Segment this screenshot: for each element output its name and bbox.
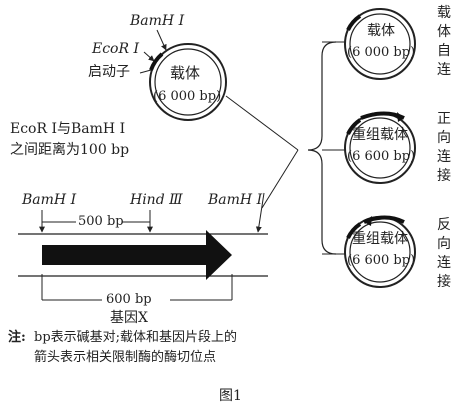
result-2-size: (6 600 bp) <box>347 149 416 164</box>
note-label: 注: <box>8 330 26 345</box>
result-plasmid-3 <box>344 215 416 288</box>
plasmid-name: 载体 <box>170 64 201 82</box>
span-500-label: 500 bp <box>78 214 124 229</box>
plasmid-vector <box>139 29 227 121</box>
gene-site-left-label: BamH Ⅰ <box>22 192 77 208</box>
result-1-name: 载体 <box>367 23 395 39</box>
distance-line-2: 之间距离为100 bp <box>10 142 130 158</box>
bamhi-site-arrow <box>156 29 167 51</box>
result-3-desc: 反向连接 <box>437 217 451 290</box>
span-600-label: 600 bp <box>106 292 152 307</box>
plasmid-ecori-label: EcoR Ⅰ <box>92 41 140 57</box>
note-line-1: bp表示碱基对;载体和基因片段上的 <box>34 330 238 345</box>
site-right-arrow <box>255 192 265 233</box>
result-2-name: 重组载体 <box>352 127 408 143</box>
result-brace <box>307 41 337 255</box>
result-3-size: (6 600 bp) <box>347 253 416 268</box>
result-plasmid-1 <box>344 8 416 80</box>
gene-fragment <box>18 192 268 301</box>
promoter-arc <box>149 52 164 71</box>
gene-site-right-label: BamH Ⅰ <box>208 192 263 208</box>
ecori-site-arrow <box>143 51 155 62</box>
gene-site-mid-label: Hind Ⅲ <box>130 192 183 208</box>
gene-name-label: 基因X <box>110 310 148 326</box>
result-3-name: 重组载体 <box>352 231 408 247</box>
result-2-desc: 正向连接 <box>437 111 451 184</box>
result-plasmid-2 <box>344 111 416 184</box>
distance-line-1: EcoR Ⅰ与BamH Ⅰ <box>10 121 126 137</box>
figure-caption: 图1 <box>219 388 242 404</box>
plasmid-size: (6 000 bp) <box>153 89 222 104</box>
result-1-desc: 载体自连 <box>437 5 451 78</box>
connector-from-plasmid <box>225 95 299 151</box>
connector-from-gene <box>261 149 299 209</box>
plasmid-bamhi-label: BamH Ⅰ <box>130 13 185 29</box>
promoter-pointer <box>139 69 152 74</box>
promoter-label: 启动子 <box>88 64 130 80</box>
result-1-size: (6 000 bp) <box>347 45 416 60</box>
gene-x-arrow <box>42 230 232 280</box>
note-line-2: 箭头表示相关限制酶的酶切位点 <box>34 350 217 365</box>
